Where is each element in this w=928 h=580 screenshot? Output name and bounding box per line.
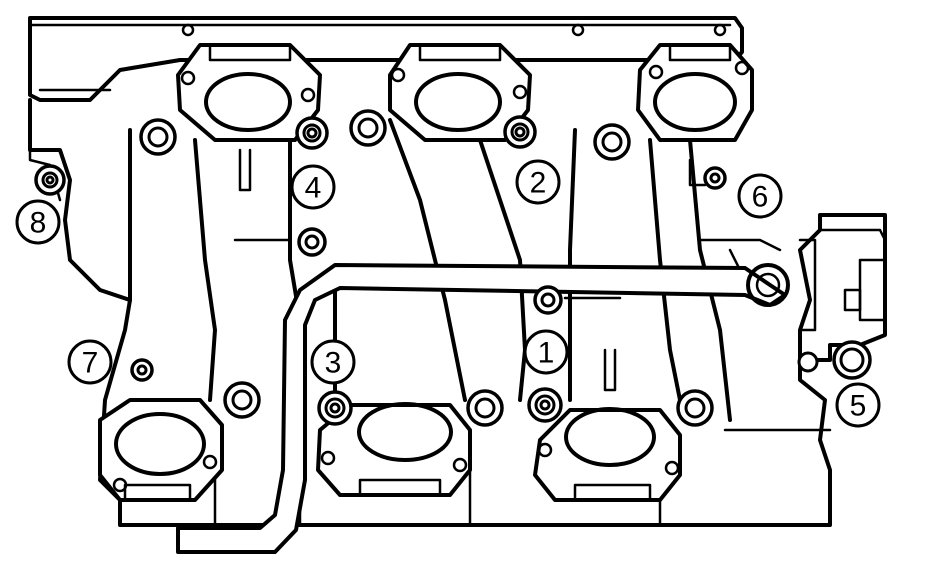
callout-6-label: 6 — [752, 181, 769, 214]
callout-2: 2 — [515, 159, 561, 205]
callout-3: 3 — [310, 339, 356, 385]
callout-7: 7 — [67, 339, 113, 385]
bolt-2 — [503, 115, 537, 149]
bolt — [223, 381, 261, 419]
bolt — [676, 389, 714, 427]
callout-4: 4 — [290, 164, 336, 210]
bolt-5 — [797, 340, 872, 380]
callout-1-label: 1 — [538, 337, 555, 370]
callout-2-label: 2 — [530, 167, 547, 200]
callout-6: 6 — [737, 173, 783, 219]
bolt-6 — [703, 166, 727, 190]
bolt — [139, 118, 177, 156]
callout-8-label: 8 — [30, 207, 47, 240]
callout-7-label: 7 — [82, 347, 99, 380]
bolt-4-upper — [295, 116, 329, 150]
upper-port-flanges — [176, 43, 754, 142]
bolt — [593, 123, 631, 161]
bolt-1-lower — [527, 387, 563, 423]
bolt-3 — [317, 390, 353, 426]
right-housing — [798, 213, 887, 332]
callout-5-label: 5 — [850, 390, 867, 423]
bolt-4-lower — [297, 227, 327, 257]
callout-3-label: 3 — [325, 347, 342, 380]
bolt — [349, 109, 387, 147]
manifold-top-rail — [28, 16, 744, 102]
callout-8: 8 — [15, 199, 61, 245]
bolt-heads — [34, 109, 872, 427]
bolt-8 — [34, 164, 66, 196]
bolt-1 — [533, 285, 563, 315]
bolt-7 — [130, 358, 154, 382]
callout-5: 5 — [835, 382, 881, 428]
bolt — [466, 389, 504, 427]
callout-4-label: 4 — [305, 172, 322, 205]
callout-1: 1 — [523, 329, 569, 375]
lower-port-flanges — [98, 398, 682, 502]
vacuum-tube — [176, 263, 790, 554]
